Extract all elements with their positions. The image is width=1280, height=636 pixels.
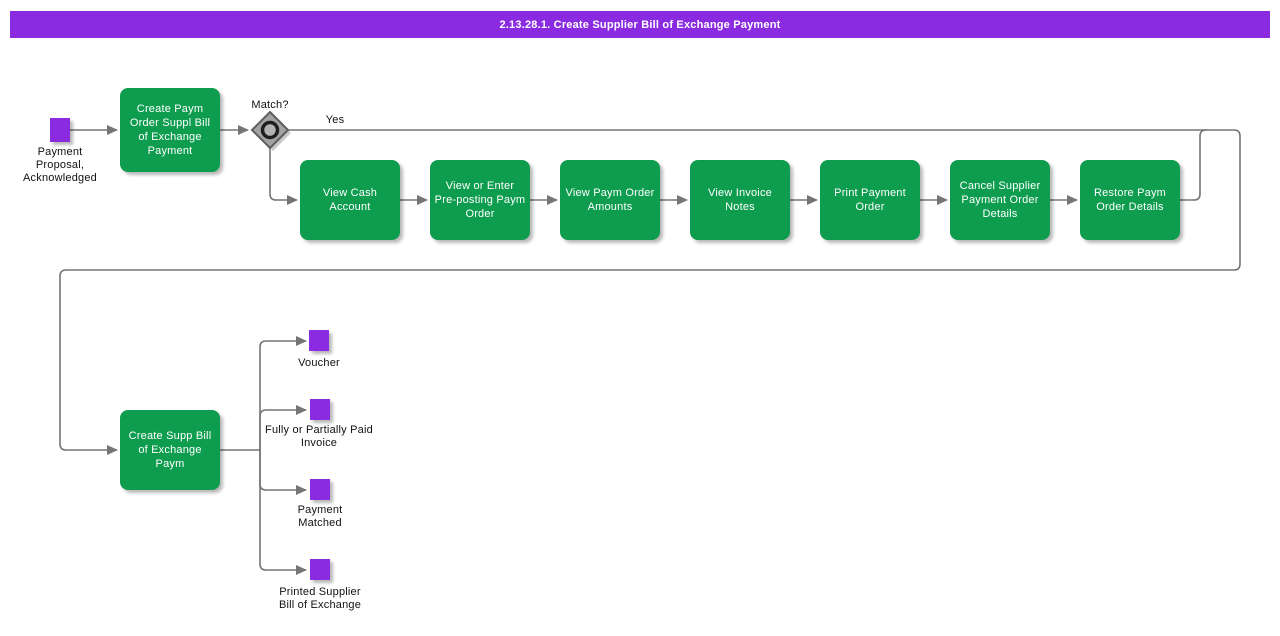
end-event-voucher-label: Voucher <box>298 357 340 369</box>
start-event-label: Payment Proposal, Acknowledged <box>23 146 97 184</box>
decision-circle-icon <box>260 120 280 140</box>
diagram-title-bar: 2.13.28.1. Create Supplier Bill of Excha… <box>10 11 1270 38</box>
edge-branch-paid-invoice <box>259 405 307 450</box>
task-view-or-enter-preposting[interactable]: View or Enter Pre-posting Paym Order <box>430 160 530 240</box>
task-create-paym-order[interactable]: Create Paym Order Suppl Bill of Exchange… <box>120 88 220 172</box>
edge-restore-merge <box>1180 129 1207 201</box>
edge-branch-voucher <box>259 336 307 450</box>
end-event-voucher-square[interactable] <box>309 330 329 351</box>
end-event-paid-invoice-square[interactable] <box>310 399 330 420</box>
edge-branch-payment-matched <box>259 450 307 495</box>
task-view-cash-account[interactable]: View Cash Account <box>300 160 400 240</box>
start-event-square[interactable] <box>50 118 70 142</box>
end-event-printed-bill-label: Printed Supplier Bill of Exchange <box>278 586 362 611</box>
task-restore-paym-order-details[interactable]: Restore Paym Order Details <box>1080 160 1180 240</box>
decision-yes-label: Yes <box>325 114 345 126</box>
end-event-payment-matched-square[interactable] <box>310 479 330 500</box>
task-view-paym-order-amounts[interactable]: View Paym Order Amounts <box>560 160 660 240</box>
task-view-invoice-notes[interactable]: View Invoice Notes <box>690 160 790 240</box>
task-print-payment-order[interactable]: Print Payment Order <box>820 160 920 240</box>
edge-yes-return-loop <box>59 129 1241 455</box>
end-event-payment-matched-label: Payment Matched <box>297 504 343 529</box>
end-event-paid-invoice-label: Fully or Partially Paid Invoice <box>265 424 373 449</box>
task-cancel-supplier-payment-order-details[interactable]: Cancel Supplier Payment Order Details <box>950 160 1050 240</box>
decision-diamond <box>250 110 291 151</box>
edge-branch-printed-bill <box>259 450 307 575</box>
task-create-supp-bill[interactable]: Create Supp Bill of Exchange Paym <box>120 410 220 490</box>
decision-label: Match? <box>251 99 289 111</box>
end-event-printed-bill-square[interactable] <box>310 559 330 580</box>
edge-decision-to-view-cash <box>269 148 298 205</box>
